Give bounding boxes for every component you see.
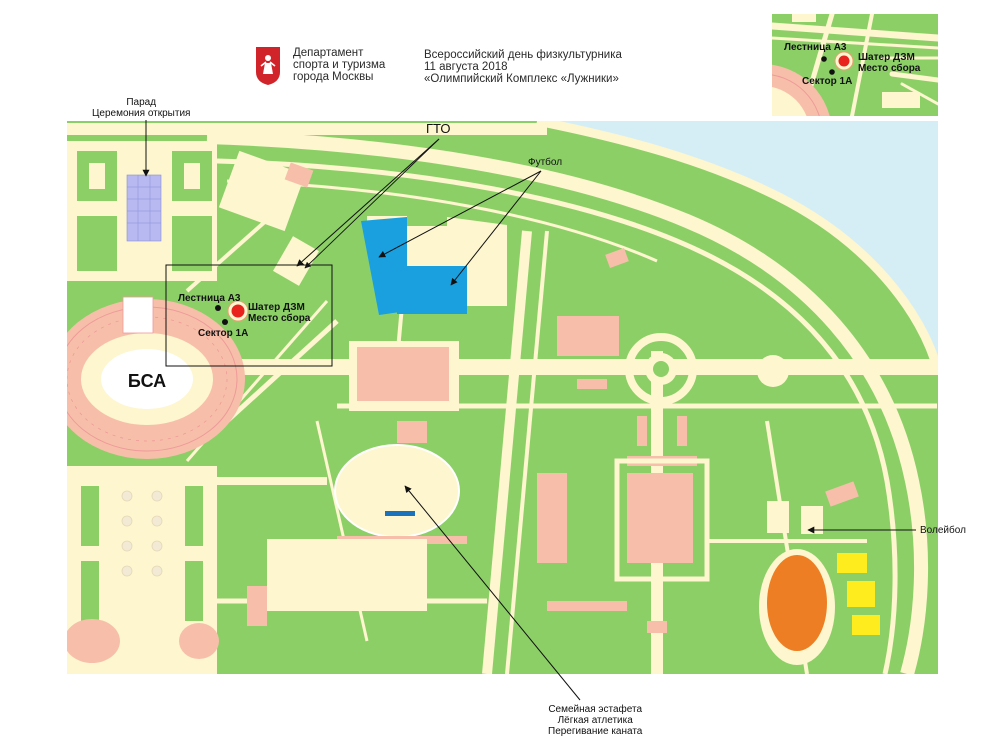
football-field-2: [397, 266, 467, 314]
event-info: Всероссийский день физкультурника 11 авг…: [424, 49, 622, 85]
relay-label-line-1: Семейная эстафета: [548, 704, 643, 715]
relay-label: Семейная эстафета Лёгкая атлетика Переги…: [548, 704, 642, 737]
department-line-3: города Москвы: [293, 71, 374, 83]
central-building: [357, 347, 449, 401]
parade-grandstand: [126, 174, 162, 242]
stair-a3-dot: [215, 305, 221, 311]
department-line-2: спорта и туризма: [293, 59, 386, 71]
tent-label: Шатер ДЗМ Место сбора: [248, 302, 310, 324]
moskva-river: [547, 121, 938, 361]
running-track: [767, 555, 827, 651]
department-name: Департамент спорта и туризма города Моск…: [293, 47, 385, 83]
tent-marker-dot: [231, 304, 245, 318]
inset-stair-label: Лестница А3: [784, 42, 847, 53]
parade-label-line-1: Парад: [126, 97, 157, 108]
volleyball-label: Волейбол: [920, 525, 966, 536]
bsa-stadium: [67, 296, 245, 459]
inset-tent-line-2: Место сбора: [858, 63, 921, 74]
moscow-coat-of-arms-logo: [255, 46, 281, 86]
stadium-label: БСА: [128, 371, 166, 391]
parade-label-line-2: Церемония открытия: [92, 108, 191, 119]
meeting-point-frame: [165, 264, 333, 367]
relay-label-line-2: Лёгкая атлетика: [557, 715, 633, 726]
volleyball-courts: [837, 553, 880, 635]
inset-sector-label: Сектор 1А: [802, 76, 853, 87]
sector-1a-label: Сектор 1А: [198, 328, 249, 339]
sector-1a-dot: [222, 319, 228, 325]
event-title: Всероссийский день физкультурника: [424, 49, 622, 61]
main-map: БСА: [67, 121, 938, 674]
stair-a3-label: Лестница А3: [178, 293, 241, 304]
event-venue: «Олимпийский Комплекс «Лужники»: [424, 73, 619, 85]
inset-tent-label: Шатер ДЗМ Место сбора: [858, 52, 920, 74]
tent-label-line-2: Место сбора: [248, 313, 311, 324]
athletics-highlight: [385, 511, 415, 516]
relay-label-line-3: Перегивание каната: [548, 726, 643, 737]
tent-label-line-1: Шатер ДЗМ: [248, 302, 305, 313]
gto-label: ГТО: [426, 121, 451, 136]
football-label: Футбол: [528, 157, 563, 168]
event-date: 11 августа 2018: [424, 61, 508, 73]
parade-label: Парад Церемония открытия: [92, 97, 190, 119]
inset-map: Лестница А3 Шатер ДЗМ Место сбора Сектор…: [772, 14, 938, 116]
department-line-1: Департамент: [293, 47, 364, 59]
inset-tent-line-1: Шатер ДЗМ: [858, 52, 915, 63]
